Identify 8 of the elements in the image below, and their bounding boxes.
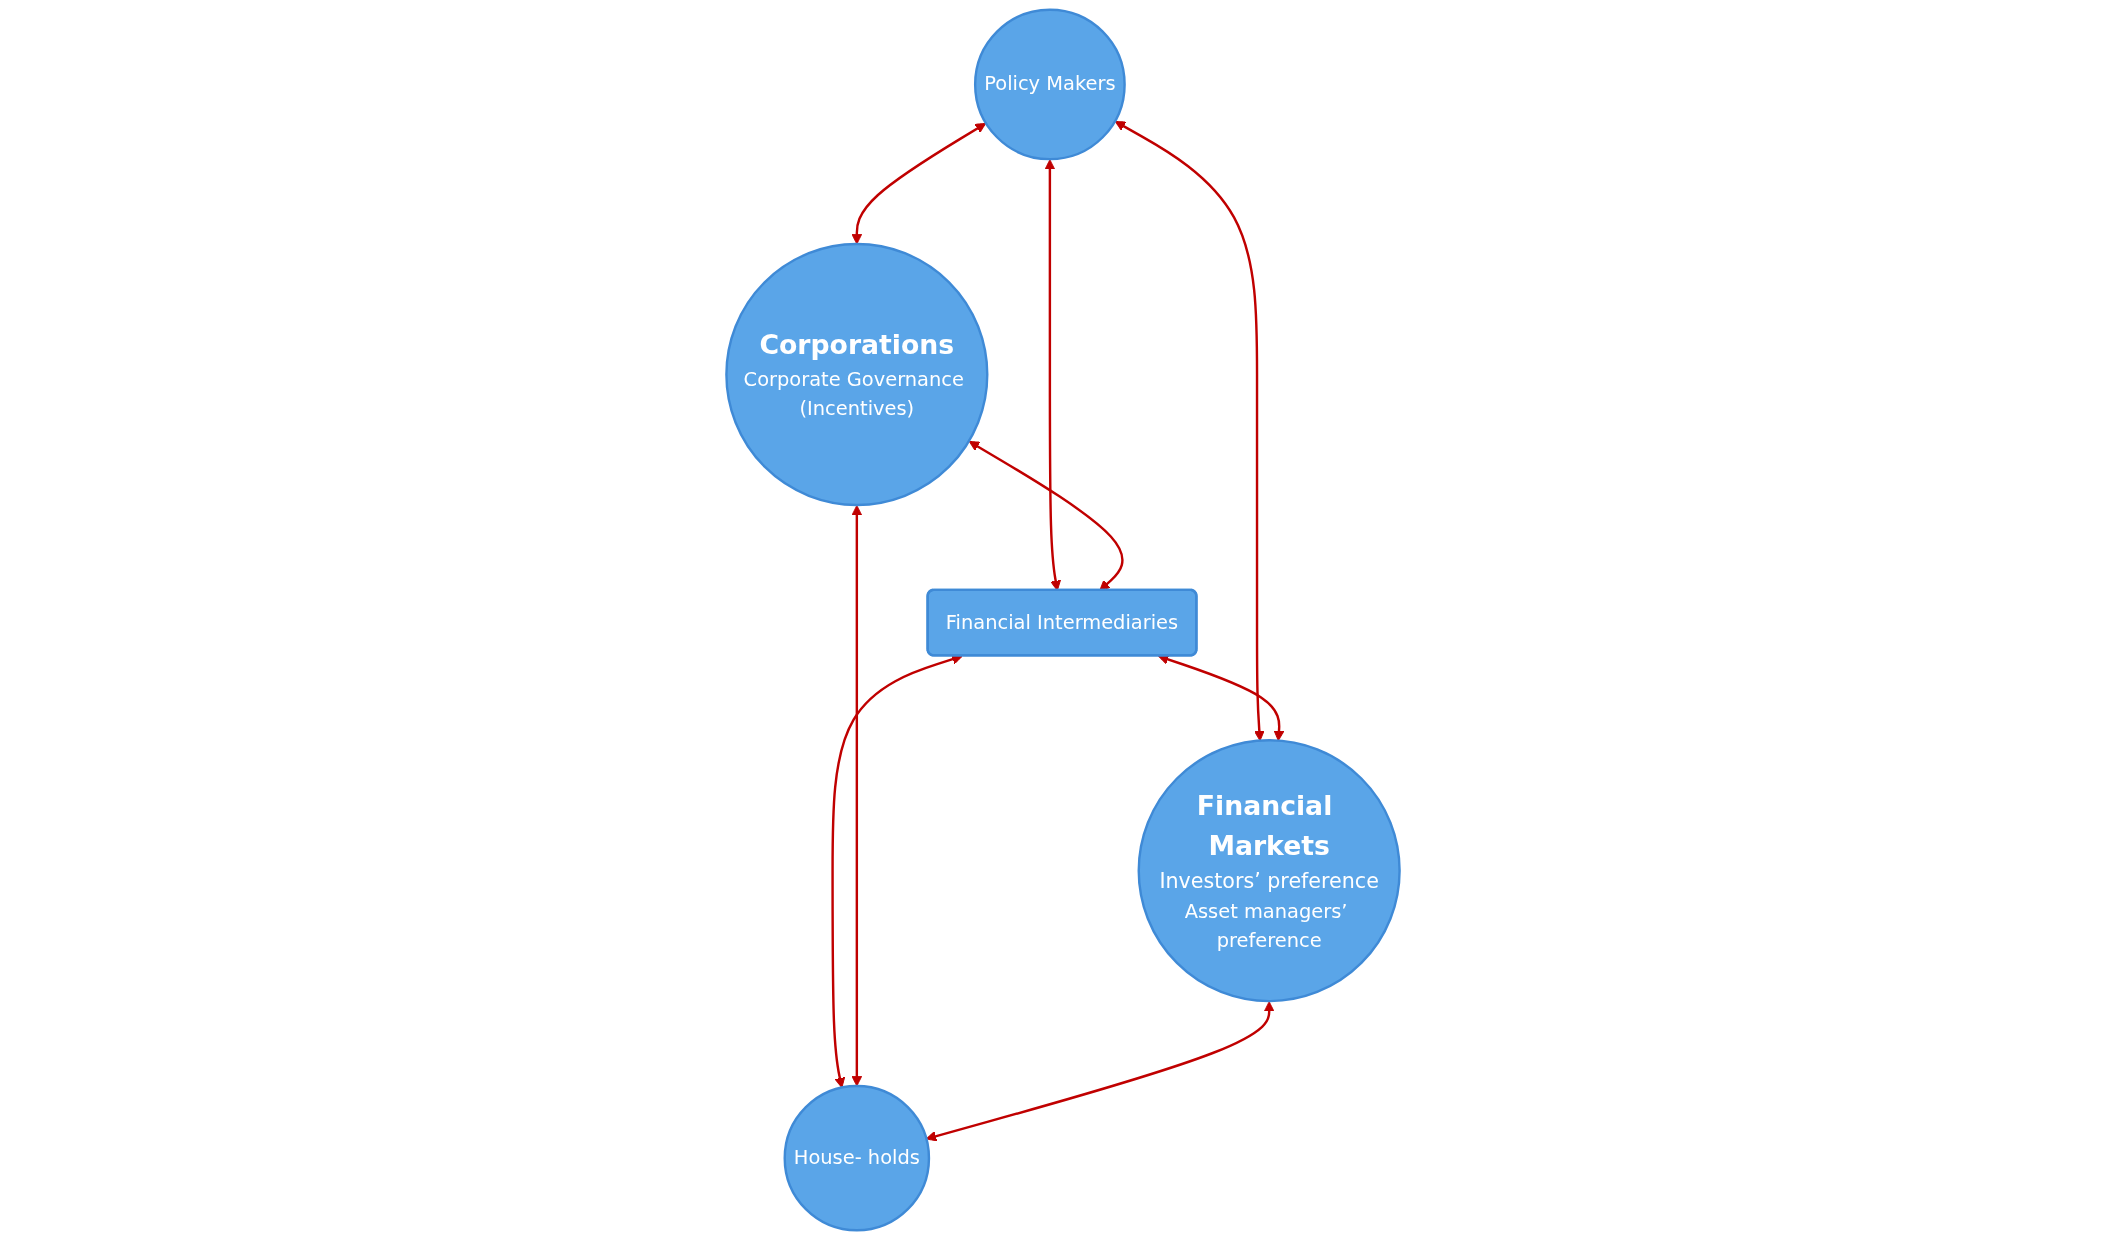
node-circle: House- holds <box>783 1084 931 1232</box>
node-circle: Corporations Corporate Governance (Incentives) <box>725 242 989 507</box>
arrow <box>851 122 987 245</box>
node-circle: Financial Markets Investors’ preference Asset managers’ preference <box>1137 739 1401 1003</box>
arrow <box>925 1001 1275 1142</box>
arrow <box>1114 120 1265 742</box>
arrow <box>851 504 863 1087</box>
node-circle: Policy Makers <box>973 8 1126 161</box>
